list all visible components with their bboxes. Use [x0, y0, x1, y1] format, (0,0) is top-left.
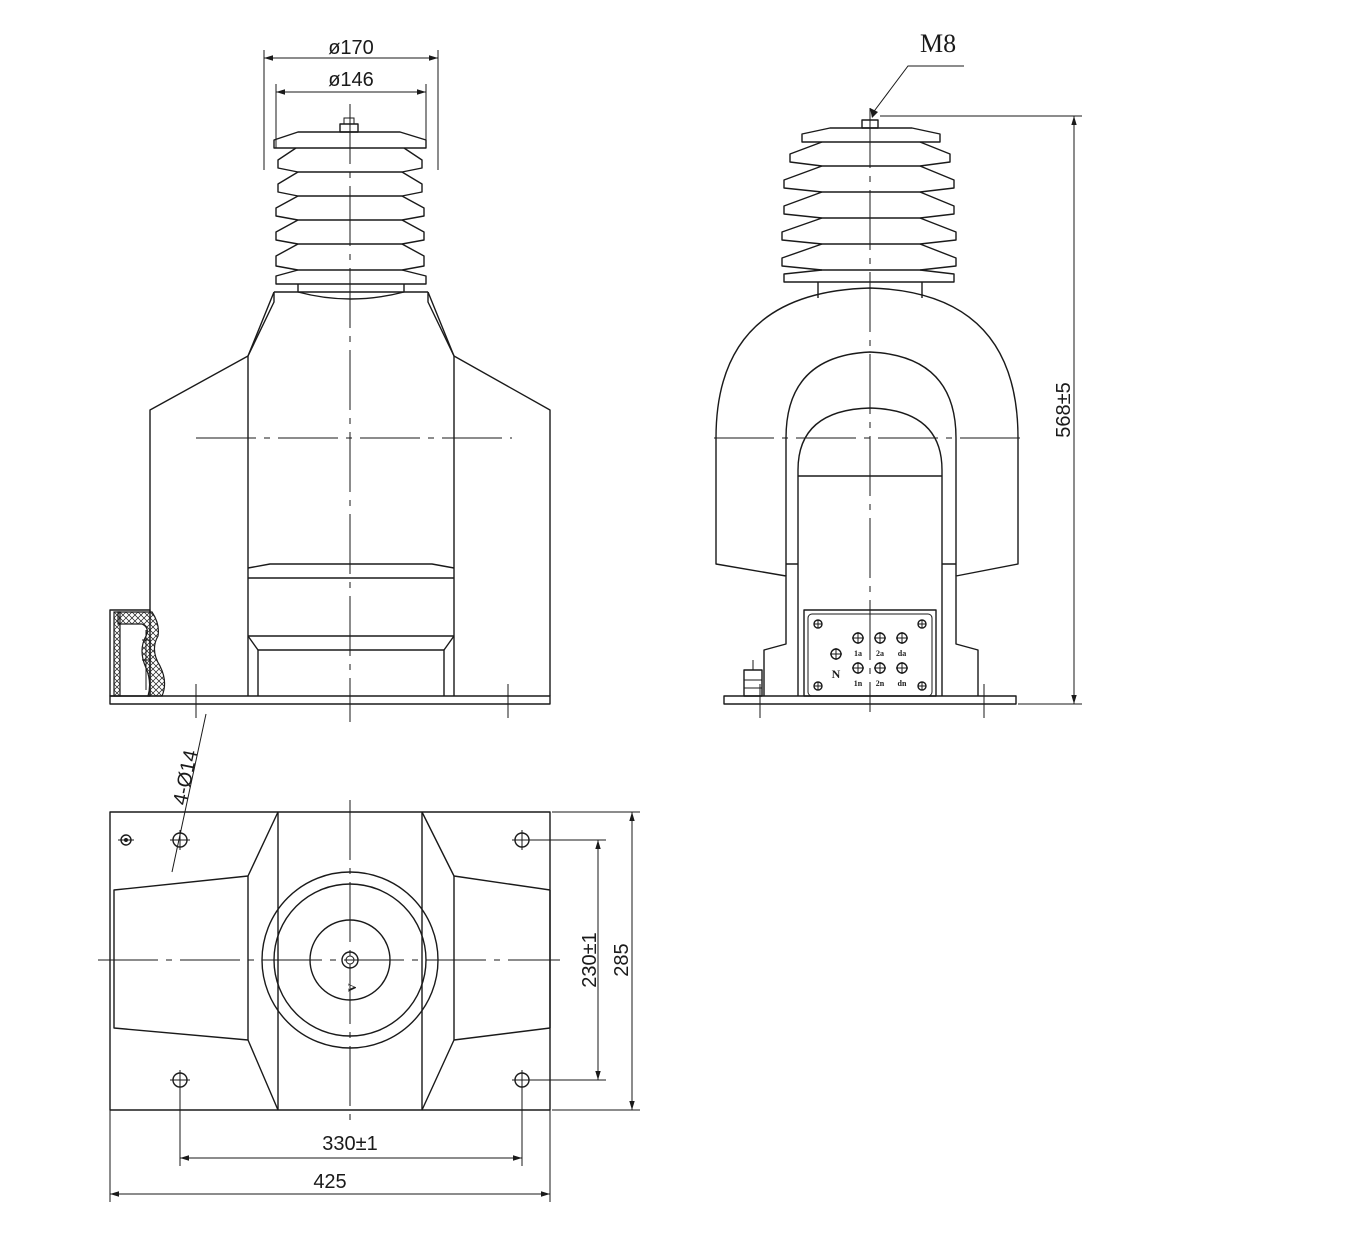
- top-marking-v: V: [345, 983, 359, 992]
- dim-height: 568±5: [880, 115, 1082, 705]
- dim-diameter-outer: ø170: [263, 37, 439, 170]
- terminal-label-2a: 2a: [876, 649, 884, 658]
- terminal-label-neutral: N: [832, 667, 841, 681]
- dim-label-base-width: 425: [313, 1171, 346, 1193]
- dim-base-width: 425: [109, 1110, 551, 1202]
- top-view: V 230±1 285: [98, 800, 640, 1202]
- terminal-label-1a: 1a: [854, 649, 862, 658]
- front-view: ø170 ø146 4-Ø14: [109, 37, 551, 873]
- dim-label-thread: M8: [920, 29, 956, 58]
- top-body-outline: [113, 811, 551, 1111]
- terminal-label-2n: 2n: [876, 679, 885, 688]
- top-mounting-holes: [118, 830, 532, 1090]
- terminal-top-row: 1a 2a da: [852, 632, 908, 658]
- dim-label-height: 568±5: [1053, 382, 1075, 437]
- dim-hole-spacing-y: 230±1: [530, 839, 606, 1081]
- side-arch-body: [715, 287, 1019, 696]
- terminal-bottom-row: 1n 2n dn: [852, 662, 908, 688]
- terminal-label-dn: dn: [898, 679, 907, 688]
- earth-bolt: [743, 660, 763, 697]
- top-center-lines: [98, 800, 560, 1120]
- side-center-lines: [714, 108, 1022, 718]
- dim-thread-leader: M8: [870, 29, 964, 118]
- dim-diameter-inner: ø146: [275, 69, 427, 148]
- dim-label-hole-spacing-x: 330±1: [322, 1133, 377, 1155]
- dim-label-hole-spacing-y: 230±1: [579, 932, 601, 987]
- side-view: 1a 2a da 1n 2n dn N: [714, 29, 1082, 718]
- dim-label-base-depth: 285: [611, 943, 633, 976]
- dim-holes-leader: 4-Ø14: [169, 713, 207, 873]
- front-base-plate: [109, 695, 551, 705]
- side-base-plate: [723, 695, 1017, 705]
- front-center-lines: [195, 104, 512, 722]
- front-neck: [297, 284, 405, 300]
- terminal-label-1n: 1n: [854, 679, 863, 688]
- front-section-cutaway: [109, 609, 166, 697]
- dim-base-depth: 285: [552, 811, 640, 1111]
- top-base-outline: [109, 811, 551, 1111]
- dim-label-dia-inner: ø146: [328, 69, 374, 91]
- dim-hole-spacing-x: 330±1: [179, 1088, 523, 1166]
- dim-label-holes: 4-Ø14: [169, 748, 202, 807]
- side-insulator-sheds: [781, 119, 957, 283]
- dim-label-dia-outer: ø170: [328, 37, 374, 59]
- terminal-label-da: da: [898, 649, 906, 658]
